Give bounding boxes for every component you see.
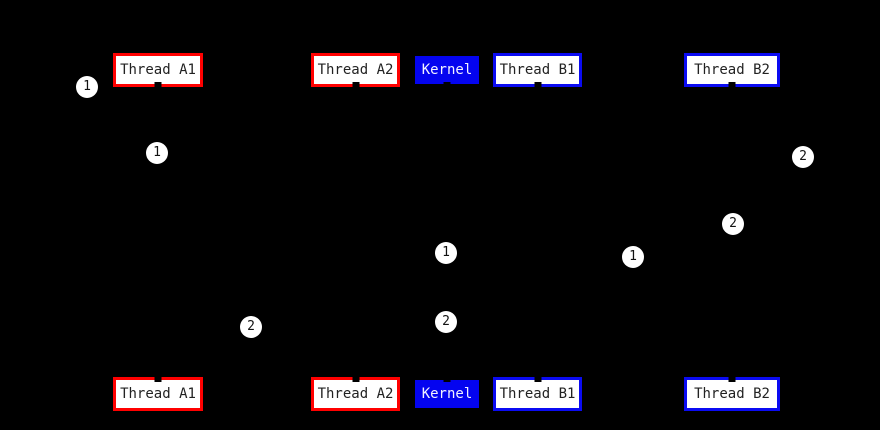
entity-box-thread-b1-top: Thread B1 xyxy=(493,53,582,87)
step-marker-1: 1 xyxy=(622,246,644,268)
step-marker-2: 2 xyxy=(240,316,262,338)
lifeline-thread-a2 xyxy=(355,87,356,377)
lifeline-notch xyxy=(728,82,736,87)
entity-box-thread-a2-top: Thread A2 xyxy=(311,53,400,87)
lifeline-thread-a1 xyxy=(157,87,159,377)
lifeline-notch xyxy=(352,377,359,382)
entity-label-thread-b1: Thread B1 xyxy=(499,62,576,78)
entity-label-thread-a2: Thread A2 xyxy=(317,386,394,402)
lifeline-notch xyxy=(534,377,541,382)
lifeline-notch xyxy=(443,377,451,382)
entity-label-kernel: Kernel xyxy=(421,386,473,402)
lifeline-notch xyxy=(352,82,359,87)
entity-box-kernel-bottom: Kernel xyxy=(412,377,482,411)
step-marker-2: 2 xyxy=(722,213,744,235)
lifeline-notch xyxy=(443,82,451,87)
entity-label-thread-b2: Thread B2 xyxy=(694,386,770,402)
step-marker-2: 2 xyxy=(435,311,457,333)
entity-label-thread-a2: Thread A2 xyxy=(317,62,394,78)
entity-box-thread-a1-bottom: Thread A1 xyxy=(113,377,203,411)
step-marker-1: 1 xyxy=(435,242,457,264)
entity-label-kernel: Kernel xyxy=(421,62,473,78)
lifeline-notch xyxy=(154,377,162,382)
entity-box-kernel-top: Kernel xyxy=(412,53,482,87)
lifeline-notch xyxy=(534,82,541,87)
lifeline-thread-b1 xyxy=(537,87,538,377)
entity-box-thread-b2-top: Thread B2 xyxy=(684,53,780,87)
step-marker-1: 1 xyxy=(76,76,98,98)
entity-label-thread-b1: Thread B1 xyxy=(499,386,576,402)
entity-box-thread-b2-bottom: Thread B2 xyxy=(684,377,780,411)
step-marker-2: 2 xyxy=(792,146,814,168)
entity-label-thread-a1: Thread A1 xyxy=(120,62,196,78)
entity-box-thread-a2-bottom: Thread A2 xyxy=(311,377,400,411)
entity-box-thread-b1-bottom: Thread B1 xyxy=(493,377,582,411)
entity-label-thread-b2: Thread B2 xyxy=(694,62,770,78)
lifeline-kernel xyxy=(446,87,448,377)
step-marker-1: 1 xyxy=(146,142,168,164)
lifeline-notch xyxy=(728,377,736,382)
entity-label-thread-a1: Thread A1 xyxy=(120,386,196,402)
lifeline-notch xyxy=(154,82,162,87)
entity-box-thread-a1-top: Thread A1 xyxy=(113,53,203,87)
